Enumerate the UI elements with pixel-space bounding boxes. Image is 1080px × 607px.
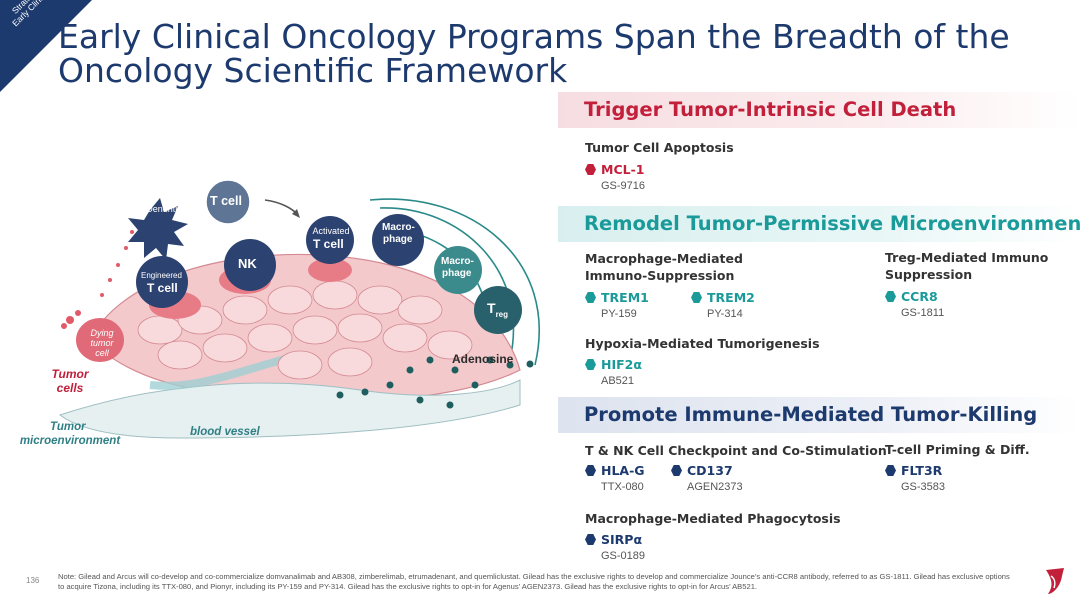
dendritic-cell-label: Dendritic Cell <box>146 204 200 214</box>
engineered-t-cell-circle <box>136 256 188 308</box>
section-promote-header: Promote Immune-Mediated Tumor-Killing <box>558 397 1080 433</box>
tumor-microenvironment-label: Tumor microenvironment <box>19 421 121 447</box>
page-number: 136 <box>26 576 40 585</box>
section-remodel-header: Remodel Tumor-Permissive Microenvironmen… <box>558 206 1080 242</box>
signal-arc <box>369 198 541 366</box>
tumor-microenvironment-graphic <box>58 179 541 439</box>
macrophage-2-label-a: Macro- <box>441 256 474 267</box>
hexagon-icon <box>585 359 596 370</box>
blood-vessel-label: blood vessel <box>190 426 260 438</box>
hexagon-icon <box>585 292 596 303</box>
debris-dots <box>61 230 134 329</box>
macrophage-label-b: phage <box>383 234 413 245</box>
tumor-cells-label: Tumor cells <box>51 367 89 395</box>
macrophage-phagocytosis-heading: Macrophage-Mediated Phagocytosis <box>585 511 841 526</box>
tumor-cell-apoptosis-heading: Tumor Cell Apoptosis <box>585 140 734 155</box>
checkpoint-costimulation-heading: T & NK Cell Checkpoint and Co-Stimulatio… <box>585 443 887 458</box>
section-trigger-title: Trigger Tumor-Intrinsic Cell Death <box>584 98 957 121</box>
hexagon-icon <box>671 465 682 476</box>
section-promote-title: Promote Immune-Mediated Tumor-Killing <box>584 403 1038 426</box>
treg-circle <box>474 286 522 334</box>
macrophage-circle <box>372 214 424 266</box>
treg-label: Treg <box>487 300 509 319</box>
arrow-icon <box>264 199 299 216</box>
macrophage-immunosuppression-heading: Macrophage-Mediated Immuno-Suppression <box>585 251 743 283</box>
microenvironment-bed <box>58 379 521 439</box>
treg-immunosuppression-heading: Treg-Mediated Immuno Suppression <box>885 250 1049 282</box>
engineered-label: Engineered <box>141 271 182 280</box>
hexagon-icon <box>585 465 596 476</box>
corner-badge <box>0 0 92 92</box>
nk-label: NK <box>238 256 257 271</box>
hypoxia-tumorigenesis-heading: Hypoxia-Mediated Tumorigenesis <box>585 336 820 351</box>
section-trigger-header: Trigger Tumor-Intrinsic Cell Death <box>558 92 1080 128</box>
t-cell-label: T cell <box>210 194 242 208</box>
tumor-illustration: Dendritic Cell T cell Activated T cell M… <box>0 170 560 460</box>
dying-tumor-cell <box>76 318 124 362</box>
footnote: Note: Gilead and Arcus will co-develop a… <box>58 572 1010 591</box>
macrophage-2-circle <box>434 246 482 294</box>
activated-t-cell-circle <box>306 216 354 264</box>
tumor-cells-group <box>137 280 473 380</box>
engineered-t-cell-label: T cell <box>147 281 178 295</box>
hexagon-icon <box>585 534 596 545</box>
activated-t-cell-label: T cell <box>313 237 344 251</box>
hexagon-icon <box>585 164 596 175</box>
arrow-head-icon <box>292 209 300 218</box>
t-cell-circle <box>205 179 251 225</box>
dendritic-cell-shape <box>128 198 188 260</box>
activated-label: Activated <box>312 226 350 236</box>
adenosine-label: Adenosine <box>452 352 514 366</box>
hexagon-icon <box>885 291 896 302</box>
hexagon-icon <box>885 465 896 476</box>
nk-cell-circle <box>224 239 276 291</box>
section-remodel-title: Remodel Tumor-Permissive Microenvironmen… <box>584 212 1080 235</box>
activated-tumor-cell <box>308 258 352 282</box>
adenosine-dots <box>336 356 534 409</box>
hexagon-icon <box>691 292 702 303</box>
macrophage-label-a: Macro- <box>382 222 415 233</box>
dying-tumor-cell-label: Dying tumor cell <box>90 328 114 358</box>
tcell-priming-heading: T-cell Priming & Diff. <box>885 442 1030 457</box>
page-title: Early Clinical Oncology Programs Span th… <box>58 17 1010 90</box>
macrophage-2-label-b: phage <box>442 268 472 279</box>
company-logo-icon <box>1042 566 1068 601</box>
